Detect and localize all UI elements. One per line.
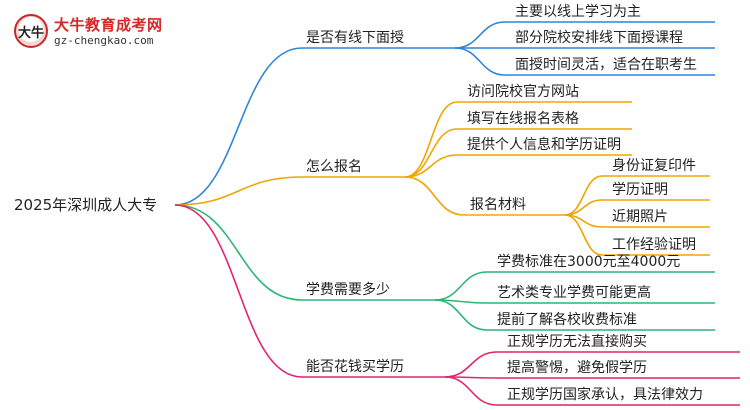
branch-label-1: 怎么报名 xyxy=(306,159,362,175)
branch-label-3: 能否花钱买学历 xyxy=(306,359,404,375)
leaf-label-0-0: 主要以线上学习为主 xyxy=(515,4,641,20)
leaf-label-1-2: 提供个人信息和学历证明 xyxy=(467,137,621,153)
leaf-label-2-1: 艺术类专业学费可能更高 xyxy=(497,285,651,301)
leaf-connector-2-0 xyxy=(434,271,488,301)
mindmap-root: 2025年深圳成人大专 xyxy=(14,196,158,214)
branch-connector-2 xyxy=(174,204,303,301)
site-logo[interactable]: 大牛 大牛教育成考网 gz-chengkao.com xyxy=(14,14,174,50)
sub-leaf-label-1-1: 学历证明 xyxy=(612,182,668,198)
leaf-connector-3-2 xyxy=(444,376,498,406)
logo-mark-icon: 大牛 xyxy=(14,14,48,48)
branch-label-2: 学费需要多少 xyxy=(306,282,390,298)
sub-branch-label-1: 报名材料 xyxy=(470,197,526,213)
logo-title: 大牛教育成考网 xyxy=(54,16,163,34)
leaf-label-2-0: 学费标准在3000元至4000元 xyxy=(497,254,681,270)
sub-leaf-connector-1-3 xyxy=(564,214,603,256)
leaf-connector-1-2 xyxy=(404,154,458,178)
leaf-label-2-2: 提前了解各校收费标准 xyxy=(497,312,637,328)
sub-leaf-label-1-3: 工作经验证明 xyxy=(612,237,696,253)
leaf-label-3-2: 正规学历国家承认，具法律效力 xyxy=(507,387,703,403)
leaf-label-1-1: 填写在线报名表格 xyxy=(467,111,579,127)
leaf-connector-1-1 xyxy=(404,128,458,178)
sub-leaf-label-1-2: 近期照片 xyxy=(612,209,668,225)
branch-connector-3 xyxy=(174,204,303,378)
branch-label-0: 是否有线下面授 xyxy=(306,30,404,46)
leaf-label-0-1: 部分院校安排线下面授课程 xyxy=(515,30,683,46)
leaf-label-3-1: 提高警惕，避免假学历 xyxy=(507,360,647,376)
sub-leaf-label-1-0: 身份证复印件 xyxy=(612,158,696,174)
leaf-connector-0-0 xyxy=(454,21,506,49)
branch-connector-0 xyxy=(174,47,303,206)
leaf-label-0-2: 面授时间灵活，适合在职考生 xyxy=(515,57,697,73)
leaf-label-3-0: 正规学历无法直接购买 xyxy=(507,334,647,350)
logo-url: gz-chengkao.com xyxy=(54,34,154,47)
leaf-connector-2-2 xyxy=(434,299,488,331)
leaf-label-1-0: 访问院校官方网站 xyxy=(467,84,579,100)
branch-connector-1 xyxy=(174,176,303,206)
sub-connector-1 xyxy=(404,176,465,216)
leaf-connector-1-0 xyxy=(404,101,458,178)
leaf-connector-3-0 xyxy=(444,351,498,378)
leaf-connector-0-2 xyxy=(454,47,506,76)
sub-leaf-connector-1-0 xyxy=(564,175,603,216)
